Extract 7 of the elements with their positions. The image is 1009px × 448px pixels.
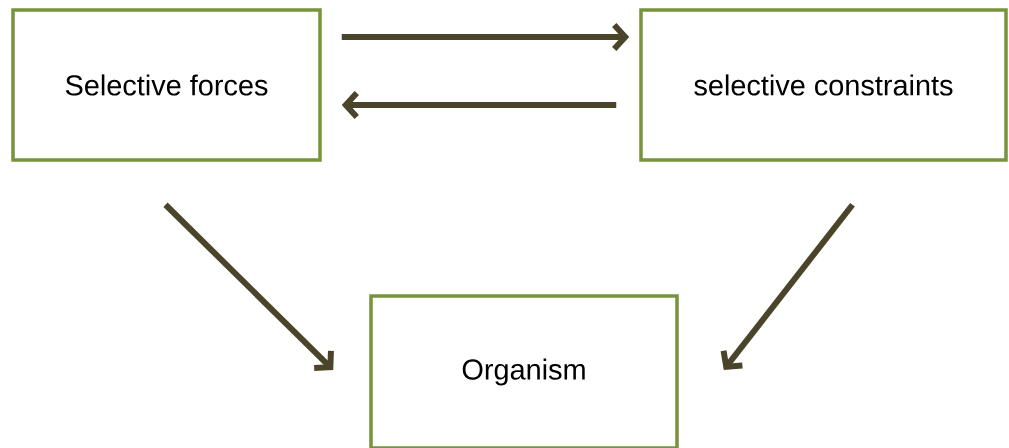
text-box: Organism — [369, 294, 679, 448]
text-box: Selective forces — [11, 8, 322, 162]
arrow — [341, 23, 630, 51]
arrow — [341, 91, 617, 119]
text-box: selective constraints — [639, 8, 1008, 162]
arrow — [163, 202, 334, 371]
arrow — [720, 202, 855, 370]
